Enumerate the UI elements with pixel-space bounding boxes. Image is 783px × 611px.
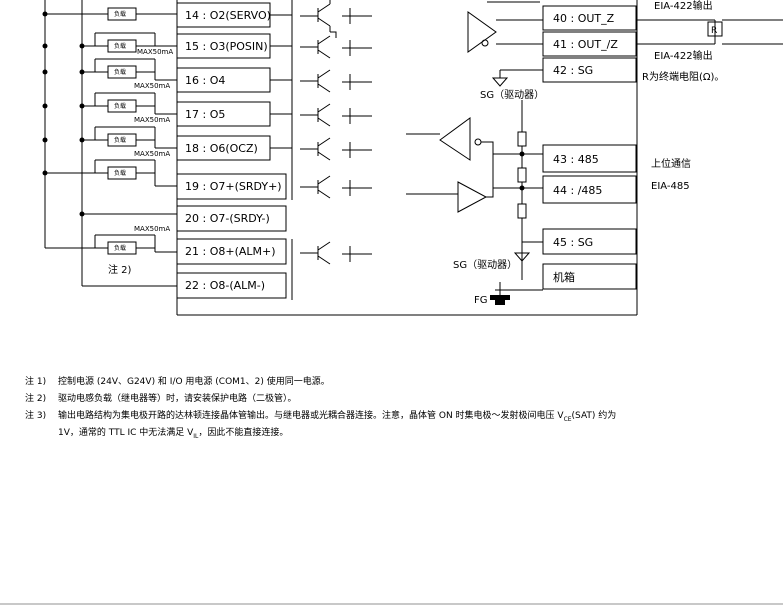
eia422-output-label-2: EIA-422输出 bbox=[654, 49, 713, 62]
note-text: 1V，通常的 TTL IC 中无法满足 V bbox=[58, 428, 194, 438]
pin-label-22: 22 : O8-(ALM-) bbox=[185, 279, 265, 292]
ground-symbol-2 bbox=[513, 252, 531, 262]
pin-label-21: 21 : O8+(ALM+) bbox=[185, 245, 276, 258]
pin-label-19: 19 : O7+(SRDY+) bbox=[185, 180, 282, 193]
eia485-label: EIA-485 bbox=[651, 181, 690, 192]
subscript: IL bbox=[193, 432, 199, 440]
note-1: 注 1) 控制电源 (24V、G24V) 和 I/O 用电源 (COM1、2) … bbox=[25, 374, 765, 391]
note2-marker: 注 2) bbox=[108, 263, 132, 276]
footer-divider bbox=[0, 603, 783, 605]
note-2: 注 2) 驱动电感负载（继电器等）时，请安装保护电路（二极管）。 bbox=[25, 391, 765, 408]
load-label: 负载 bbox=[114, 10, 126, 18]
note-text: ，因此不能直接连接。 bbox=[198, 428, 289, 438]
fg-label: FG bbox=[474, 295, 488, 306]
load-label: 负载 bbox=[114, 102, 126, 110]
load-label: 负载 bbox=[114, 42, 126, 50]
max-current-label: MAX50mA bbox=[134, 150, 170, 158]
line-driver bbox=[467, 1, 543, 53]
max-current-label: MAX50mA bbox=[134, 225, 170, 233]
terminator-resistor bbox=[707, 21, 723, 37]
load-label: 负载 bbox=[114, 136, 126, 144]
subscript: CE bbox=[563, 415, 572, 423]
note-tag: 注 3) bbox=[25, 411, 47, 421]
pin-label-41: 41 : OUT_/Z bbox=[553, 38, 618, 51]
host-comm-label: 上位通信 bbox=[651, 157, 691, 170]
pin-box-20 bbox=[176, 205, 287, 232]
fg-ground-block bbox=[490, 295, 510, 300]
load-label: 负载 bbox=[114, 169, 126, 177]
output-transistors bbox=[270, 0, 372, 300]
pin-label-18: 18 : O6(OCZ) bbox=[185, 142, 258, 155]
note-text: (SAT) 约为 bbox=[571, 411, 617, 421]
note-text: 输出电路结构为集电极开路的达林顿连接晶体管输出。与继电器或光耦合器连接。注意，晶… bbox=[58, 411, 564, 421]
notes-section: 注 1) 控制电源 (24V、G24V) 和 I/O 用电源 (COM1、2) … bbox=[25, 374, 765, 442]
note-3: 注 3) 输出电路结构为集电极开路的达林顿连接晶体管输出。与继电器或光耦合器连接… bbox=[25, 408, 765, 425]
resistor-label: R bbox=[711, 26, 717, 36]
load-network bbox=[45, 7, 177, 287]
load-label: 负载 bbox=[114, 244, 126, 252]
pin-label-40: 40 : OUT_Z bbox=[553, 12, 615, 25]
pin-box-43 bbox=[542, 144, 637, 173]
max-current-label: MAX50mA bbox=[137, 48, 173, 56]
terminator-note: R为终端电阻(Ω)。 bbox=[642, 70, 724, 83]
pin-box-44 bbox=[542, 175, 637, 204]
pin-label-45: 45 : SG bbox=[553, 236, 593, 249]
pin-label-44: 44 : /485 bbox=[553, 184, 602, 197]
pin-box-40 bbox=[542, 5, 637, 31]
eia422-output-label-1: EIA-422输出 bbox=[654, 0, 713, 12]
note-text: 控制电源 (24V、G24V) 和 I/O 用电源 (COM1、2) 使用同一电… bbox=[58, 377, 330, 387]
max-current-label: MAX50mA bbox=[134, 82, 170, 90]
sg-wire bbox=[499, 69, 543, 78]
eia422-wiring bbox=[636, 19, 716, 45]
note-text: 驱动电感负载（继电器等）时，请安装保护电路（二极管）。 bbox=[58, 394, 297, 404]
load-label: 负载 bbox=[114, 68, 126, 76]
note-tag: 注 1) bbox=[25, 377, 47, 387]
pin-label-chassis: 机箱 bbox=[553, 270, 575, 284]
ground-symbol-1 bbox=[491, 77, 509, 87]
pin-box-chassis bbox=[542, 263, 637, 290]
sg-driver-label-1: SG（驱动器） bbox=[480, 89, 544, 101]
pin-label-42: 42 : SG bbox=[553, 64, 593, 77]
pin-label-14: 14 : O2(SERVO) bbox=[185, 9, 271, 22]
pin-label-20: 20 : O7-(SRDY-) bbox=[185, 212, 270, 225]
pin-label-43: 43 : 485 bbox=[553, 153, 599, 166]
pin-label-17: 17 : O5 bbox=[185, 108, 225, 121]
sg-driver-label-2: SG（驱动器） bbox=[453, 259, 517, 271]
wiring-diagram: 14 : O2(SERVO) 15 : O3(POSIN) 16 : O4 17… bbox=[42, 0, 783, 316]
note-text-line: 输出电路结构为集电极开路的达林顿连接晶体管输出。与继电器或光耦合器连接。注意，晶… bbox=[58, 408, 616, 428]
note-text-line: 1V，通常的 TTL IC 中无法满足 VIL，因此不能直接连接。 bbox=[58, 425, 288, 445]
pin-label-15: 15 : O3(POSIN) bbox=[185, 40, 268, 53]
note-3-cont: 1V，通常的 TTL IC 中无法满足 VIL，因此不能直接连接。 bbox=[25, 425, 765, 442]
max-current-label: MAX50mA bbox=[134, 116, 170, 124]
pin-label-16: 16 : O4 bbox=[185, 74, 225, 87]
note-tag: 注 2) bbox=[25, 394, 47, 404]
